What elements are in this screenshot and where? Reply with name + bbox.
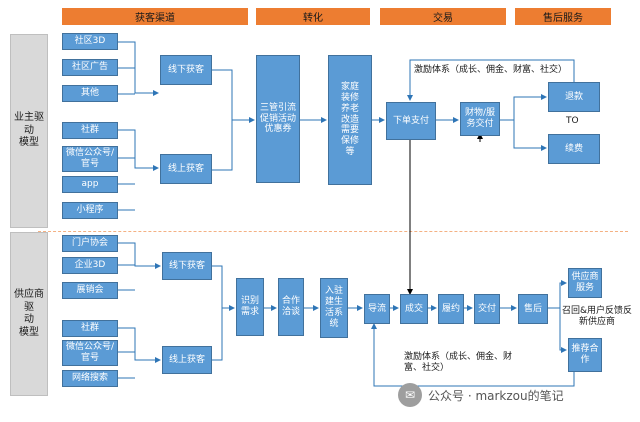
deal-box: 成交 bbox=[400, 294, 428, 324]
pay-box: 售后 bbox=[518, 294, 548, 324]
settle-box: 交付 bbox=[474, 294, 500, 324]
order-box: 导流 bbox=[364, 294, 390, 324]
bottom-channel-1: 门户协会 bbox=[62, 235, 118, 252]
top-channel-2: 社区广告 bbox=[62, 59, 118, 76]
to-label: TO bbox=[566, 116, 579, 126]
top-channel-4: 社群 bbox=[62, 122, 118, 139]
demand-box: 识别 需求 bbox=[236, 278, 264, 336]
refund-box: 退款 bbox=[548, 82, 600, 112]
renew-box: 续费 bbox=[548, 134, 600, 164]
meeting-box: 合作 洽谈 bbox=[278, 278, 304, 336]
top-channel-5: 微信公众号/ 官号 bbox=[62, 146, 118, 172]
customer-feedback-label: 召回&用户反馈反 新供应商 bbox=[562, 306, 633, 328]
header-channels: 获客渠道 bbox=[62, 8, 248, 25]
bottom-online-acquire: 线上获客 bbox=[162, 346, 212, 374]
watermark-text: 公众号 · markzou的笔记 bbox=[428, 388, 564, 403]
watermark: ✉ 公众号 · markzou的笔记 bbox=[398, 383, 564, 407]
feedback-bottom-label: 激励体系（成长、佣金、财 富、社交） bbox=[404, 352, 513, 374]
top-online-acquire: 线上获客 bbox=[160, 154, 212, 184]
top-channel-7: 小程序 bbox=[62, 202, 118, 219]
bottom-channel-4: 社群 bbox=[62, 320, 118, 337]
header-trade: 交易 bbox=[380, 8, 506, 25]
row-label-owner-model: 业主驱动 模型 bbox=[10, 34, 48, 228]
reasons-box: 家庭 装修 养老 改造 需要 保修 等 bbox=[328, 55, 372, 185]
header-conversion: 转化 bbox=[256, 8, 370, 25]
upgrade-box: 推荐合 作 bbox=[568, 338, 602, 372]
delivery-box: 财物/服 务交付 bbox=[460, 102, 500, 136]
execute-box: 履约 bbox=[438, 294, 464, 324]
onboard-box: 入驻 建生 活系 统 bbox=[320, 278, 348, 338]
top-offline-acquire: 线下获客 bbox=[160, 55, 212, 85]
bottom-offline-acquire: 线下获客 bbox=[162, 252, 212, 280]
bottom-channel-3: 展销会 bbox=[62, 282, 118, 299]
top-channel-1: 社区3D bbox=[62, 33, 118, 50]
wechat-icon: ✉ bbox=[398, 383, 422, 407]
top-channel-3: 其他 bbox=[62, 85, 118, 102]
transaction-box: 下单支付 bbox=[386, 102, 436, 140]
bottom-channel-6: 网络搜索 bbox=[62, 370, 118, 387]
bottom-channel-5: 微信公众号/ 官号 bbox=[62, 340, 118, 366]
incentive-box: 三管引流 促销活动 优惠券 bbox=[256, 55, 300, 183]
supplier-serve-box: 供应商 服务 bbox=[568, 268, 602, 298]
feedback-top-label: 激励体系（成长、佣金、财富、社交） bbox=[414, 65, 568, 75]
row-label-supplier-model: 供应商驱 动 模型 bbox=[10, 232, 48, 396]
bottom-channel-2: 企业3D bbox=[62, 257, 118, 274]
header-after-sale: 售后服务 bbox=[515, 8, 611, 25]
top-channel-6: app bbox=[62, 176, 118, 193]
row-divider bbox=[38, 231, 628, 232]
